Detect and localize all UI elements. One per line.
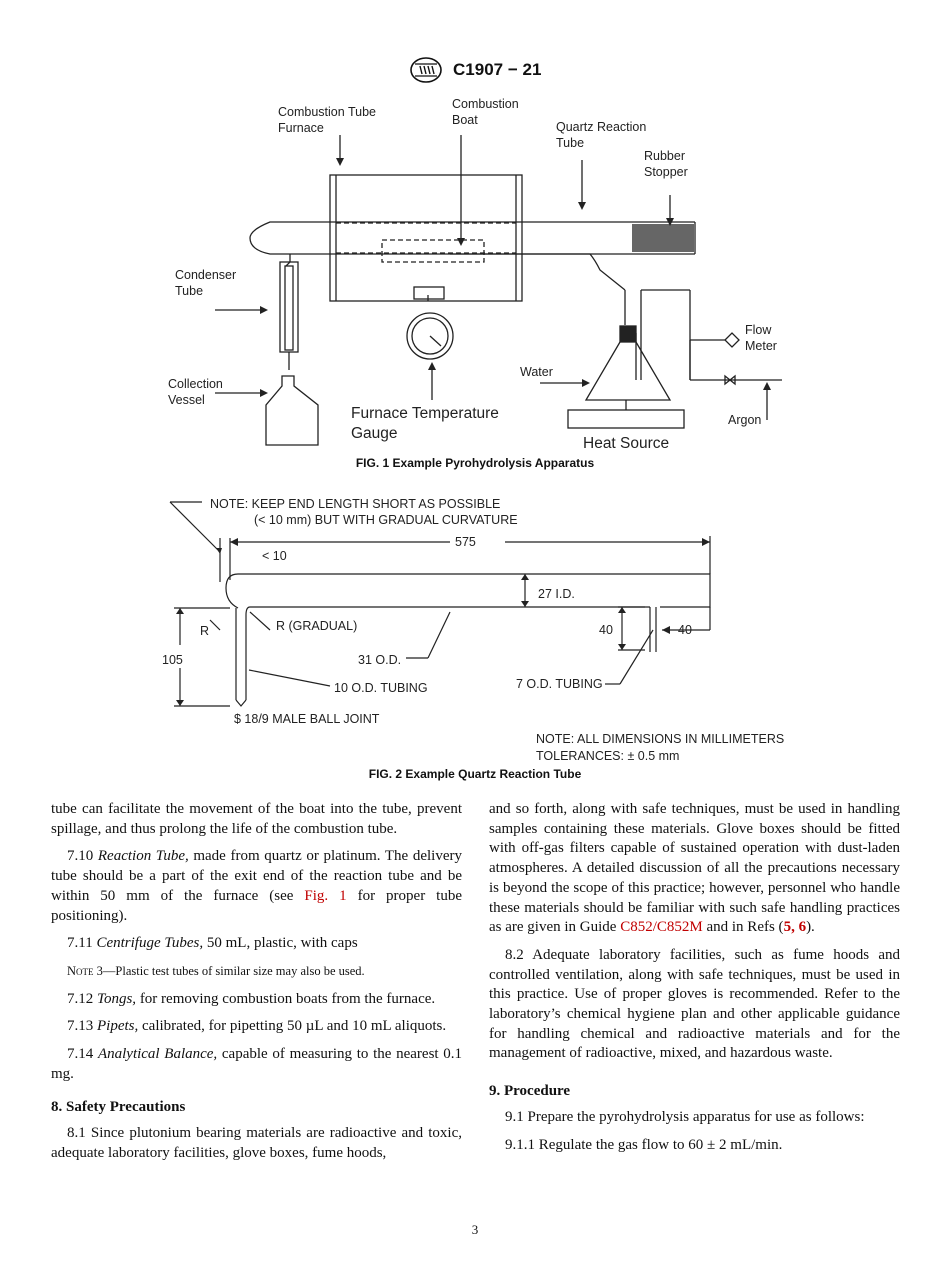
fig2-od-31: 31 O.D. bbox=[358, 653, 401, 667]
c852-link[interactable]: C852/C852M bbox=[620, 919, 703, 936]
fig2-height-105: 105 bbox=[162, 653, 183, 667]
ref-5-link[interactable]: 5 bbox=[783, 919, 792, 936]
label-water: Water bbox=[520, 365, 553, 379]
figure-1-diagram: Combustion Tube Furnace Combustion Boat … bbox=[168, 97, 782, 452]
fig2-dim-40-b: 40 bbox=[678, 623, 692, 637]
paragraph-7-9-continued: tube can facilitate the movement of the … bbox=[51, 801, 462, 837]
label-boat-1: Combustion bbox=[452, 97, 519, 111]
note-3: Note 3—Plastic test tubes of similar siz… bbox=[67, 963, 365, 978]
label-condenser-1: Condenser bbox=[175, 268, 236, 282]
label-furnace-1: Combustion Tube bbox=[278, 105, 376, 119]
fig-1-link[interactable]: Fig. 1 bbox=[304, 887, 347, 904]
figure-1-caption: FIG. 1 Example Pyrohydrolysis Apparatus bbox=[355, 456, 595, 470]
label-condenser-2: Tube bbox=[175, 284, 203, 298]
paragraph-8-1: 8.1 Since plutonium bearing materials ar… bbox=[51, 1125, 462, 1161]
fig2-length-575: 575 bbox=[455, 535, 476, 549]
astm-logo-icon bbox=[409, 57, 442, 83]
fig2-id-27: 27 I.D. bbox=[538, 587, 575, 601]
page-header: C1907 − 21 bbox=[0, 56, 950, 84]
fig2-ball-joint: $ 18/9 MALE BALL JOINT bbox=[234, 712, 380, 726]
left-column: tube can facilitate the movement of the … bbox=[51, 800, 462, 1172]
fig2-od-10-tubing: 10 O.D. TUBING bbox=[334, 681, 428, 695]
page-number: 3 bbox=[471, 1222, 479, 1237]
section-8-heading: 8. Safety Precautions bbox=[51, 1099, 186, 1116]
paragraph-8-1-continued: and so forth, along with safe techniques… bbox=[489, 801, 900, 936]
label-boat-2: Boat bbox=[452, 113, 478, 127]
paragraph-7-10: 7.10 Reaction Tube, made from quartz or … bbox=[51, 848, 462, 924]
fig2-dim-40-a: 40 bbox=[599, 623, 613, 637]
paragraph-7-12: 7.12 Tongs, for removing combustion boat… bbox=[67, 990, 436, 1007]
label-quartz-2: Tube bbox=[556, 136, 584, 150]
label-gauge-2: Gauge bbox=[351, 425, 398, 442]
figure-2-caption: FIG. 2 Example Quartz Reaction Tube bbox=[368, 767, 582, 781]
section-9-heading: 9. Procedure bbox=[489, 1083, 571, 1100]
right-column: and so forth, along with safe techniques… bbox=[489, 800, 900, 1163]
label-argon: Argon bbox=[728, 413, 761, 427]
label-collection-2: Vessel bbox=[168, 393, 205, 407]
fig2-dims-note-2: TOLERANCES: ± 0.5 mm bbox=[536, 749, 679, 760]
paragraph-9-1-1: 9.1.1 Regulate the gas flow to 60 ± 2 mL… bbox=[505, 1136, 783, 1153]
fig2-radius-r: R bbox=[200, 624, 209, 638]
fig2-radius-gradual: R (GRADUAL) bbox=[276, 619, 357, 633]
paragraph-9-1: 9.1 Prepare the pyrohydrolysis apparatus… bbox=[505, 1108, 865, 1125]
label-flow-2: Meter bbox=[745, 339, 777, 353]
label-gauge-1: Furnace Temperature bbox=[351, 405, 499, 422]
document-id: C1907 − 21 bbox=[453, 60, 542, 79]
ref-6-link[interactable]: 6 bbox=[798, 919, 807, 936]
figure-2-diagram: NOTE: KEEP END LENGTH SHORT AS POSSIBLE … bbox=[162, 497, 784, 760]
label-quartz-1: Quartz Reaction bbox=[556, 120, 646, 134]
label-collection-1: Collection bbox=[168, 377, 223, 391]
fig2-note-line-1: NOTE: KEEP END LENGTH SHORT AS POSSIBLE bbox=[210, 497, 500, 511]
paragraph-7-14: 7.14 Analytical Balance, capable of meas… bbox=[51, 1046, 463, 1082]
paragraph-8-2: 8.2 Adequate laboratory facilities, such… bbox=[489, 946, 900, 1062]
label-stopper-1: Rubber bbox=[644, 149, 685, 163]
fig2-note-line-2: (< 10 mm) BUT WITH GRADUAL CURVATURE bbox=[254, 513, 518, 527]
paragraph-7-11: 7.11 Centrifuge Tubes, 50 mL, plastic, w… bbox=[67, 935, 358, 952]
fig2-od-7-tubing: 7 O.D. TUBING bbox=[516, 677, 603, 691]
label-furnace-2: Furnace bbox=[278, 121, 324, 135]
fig2-less-than-10: < 10 bbox=[262, 549, 287, 563]
fig2-dims-note-1: NOTE: ALL DIMENSIONS IN MILLIMETERS bbox=[536, 732, 784, 746]
label-heat-source: Heat Source bbox=[583, 435, 669, 452]
label-flow-1: Flow bbox=[745, 323, 772, 337]
label-stopper-2: Stopper bbox=[644, 165, 688, 179]
paragraph-7-13: 7.13 Pipets, calibrated, for pipetting 5… bbox=[67, 1018, 447, 1035]
